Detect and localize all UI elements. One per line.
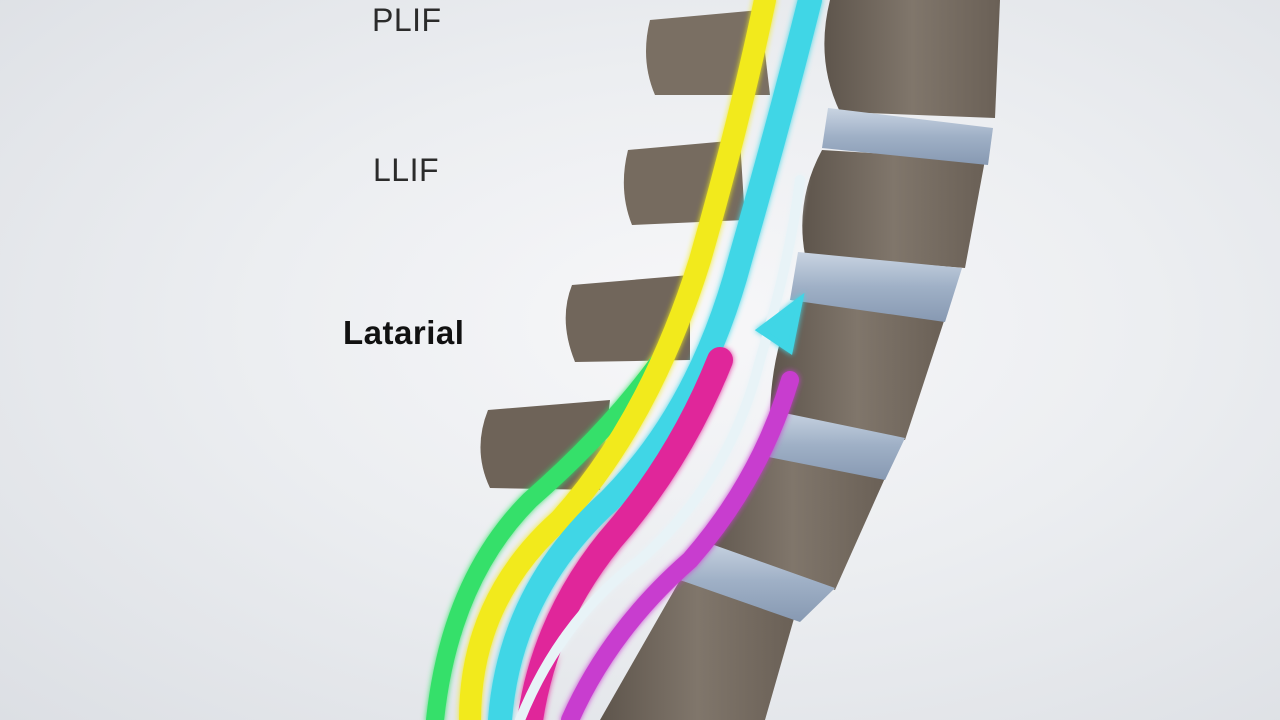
vertebra-2 <box>802 150 985 268</box>
nerve-green <box>426 351 669 720</box>
lateral-label: Latarial <box>343 314 465 351</box>
vertebra-1 <box>824 0 1000 118</box>
nerve-cyan-highlight <box>754 292 805 355</box>
intervertebral-discs <box>680 108 993 622</box>
disc-1 <box>822 108 993 165</box>
nerve-violet <box>561 371 799 720</box>
vertebral-bodies <box>600 0 1000 720</box>
nerve-bundle <box>426 0 822 720</box>
nerve-cyan <box>488 0 822 720</box>
disc-2 <box>790 252 962 322</box>
vertebra-5 <box>600 580 795 720</box>
nerve-yellow <box>459 0 776 720</box>
vertebra-3 <box>770 300 945 440</box>
disc-3 <box>758 410 905 480</box>
nerve-white <box>515 175 805 720</box>
llif-label: LLIF <box>373 152 440 188</box>
plif-label: PLIF <box>372 2 442 38</box>
disc-4 <box>680 540 835 622</box>
